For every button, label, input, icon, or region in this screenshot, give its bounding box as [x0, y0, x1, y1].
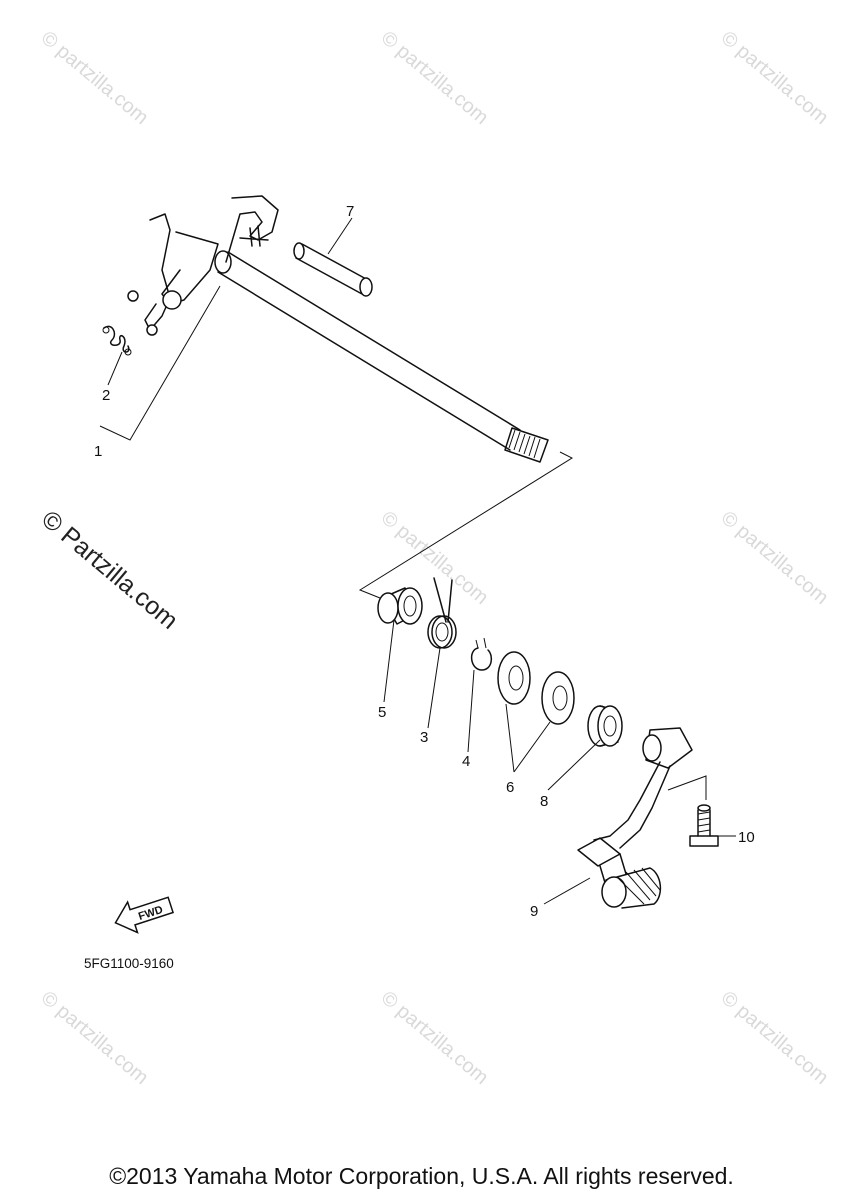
callout-labels: 1 2 3 4 5 6 7 8 9 10 — [94, 203, 755, 920]
callout-8: 8 — [540, 793, 548, 810]
washer-part — [497, 651, 575, 725]
bolt-part — [689, 804, 719, 847]
watermark-layer: © partzilla.com © partzilla.com © partzi… — [37, 27, 833, 1089]
collar-part — [377, 587, 423, 625]
callout-6: 6 — [506, 779, 514, 796]
callout-3: 3 — [420, 729, 428, 746]
watermark-text: © partzilla.com — [37, 987, 153, 1089]
watermark-text: © partzilla.com — [717, 507, 833, 609]
callout-10: 10 — [738, 829, 755, 846]
watermark-main: © Partzilla.com — [36, 505, 183, 635]
circlip-part — [470, 637, 493, 671]
copyright-notice: ©2013 Yamaha Motor Corporation, U.S.A. A… — [109, 1163, 734, 1189]
watermark-text: © partzilla.com — [377, 27, 493, 129]
torsion-spring-part — [427, 577, 457, 649]
fwd-arrow-icon: FWD — [114, 896, 174, 934]
callout-7: 7 — [346, 203, 354, 220]
callout-1: 1 — [94, 443, 102, 460]
callout-9: 9 — [530, 903, 538, 920]
watermark-text: © partzilla.com — [377, 987, 493, 1089]
watermark-text: © partzilla.com — [717, 987, 833, 1089]
spring-part — [102, 325, 132, 356]
shift-shaft-part — [127, 195, 549, 463]
callout-5: 5 — [378, 704, 386, 721]
diagram-code: 5FG1100-9160 — [84, 956, 174, 971]
leader-lines — [99, 217, 736, 905]
callout-4: 4 — [462, 753, 470, 770]
watermark-text: © partzilla.com — [37, 27, 153, 129]
oil-seal-part — [587, 705, 623, 747]
dowel-pin-part — [293, 242, 373, 297]
shift-pedal-part — [577, 727, 693, 909]
watermark-text: © partzilla.com — [377, 507, 493, 609]
watermark-text: © partzilla.com — [717, 27, 833, 129]
callout-2: 2 — [102, 387, 110, 404]
